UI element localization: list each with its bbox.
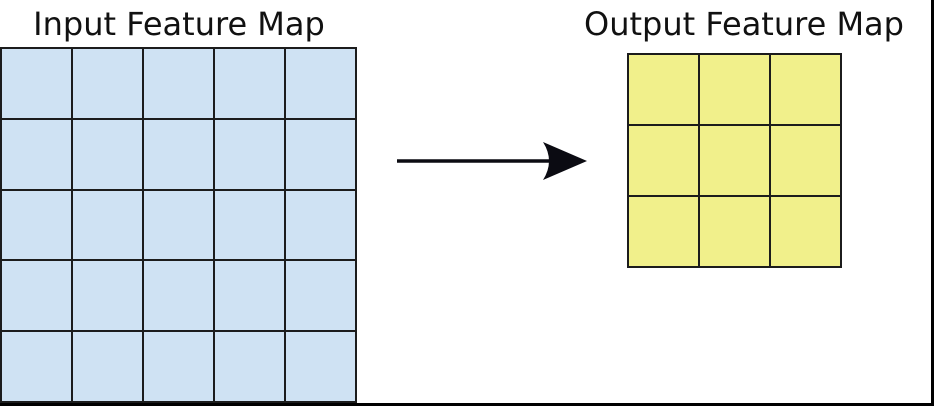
input-cell xyxy=(144,261,213,331)
input-cell xyxy=(215,261,284,331)
input-cell xyxy=(2,190,71,260)
input-cell xyxy=(286,261,355,331)
output-cell xyxy=(771,126,840,195)
output-cell xyxy=(700,197,769,266)
output-cell xyxy=(629,126,698,195)
input-feature-map-grid xyxy=(0,47,357,403)
input-cell xyxy=(2,119,71,189)
input-cell xyxy=(73,119,142,189)
output-cell xyxy=(629,197,698,266)
input-cell xyxy=(215,49,284,118)
input-cell xyxy=(215,190,284,260)
output-cell xyxy=(771,197,840,266)
input-cell xyxy=(73,261,142,331)
input-cell xyxy=(73,332,142,401)
input-cell xyxy=(73,190,142,260)
output-cell xyxy=(700,55,769,124)
input-cell xyxy=(144,49,213,118)
input-cell xyxy=(286,332,355,401)
input-cell xyxy=(215,332,284,401)
input-cell xyxy=(2,49,71,118)
input-cell xyxy=(144,119,213,189)
right-arrow-icon xyxy=(397,142,587,180)
input-cell xyxy=(73,49,142,118)
input-cell xyxy=(144,190,213,260)
output-cell xyxy=(700,126,769,195)
input-cell xyxy=(215,119,284,189)
input-cell xyxy=(286,49,355,118)
output-feature-map-grid xyxy=(627,53,842,268)
input-cell xyxy=(2,332,71,401)
input-cell xyxy=(144,332,213,401)
output-cell xyxy=(629,55,698,124)
input-feature-map-title: Input Feature Map xyxy=(33,5,325,43)
input-cell xyxy=(2,261,71,331)
output-feature-map-title: Output Feature Map xyxy=(584,5,904,43)
input-cell xyxy=(286,190,355,260)
arrow-head xyxy=(543,142,587,180)
input-cell xyxy=(286,119,355,189)
output-cell xyxy=(771,55,840,124)
